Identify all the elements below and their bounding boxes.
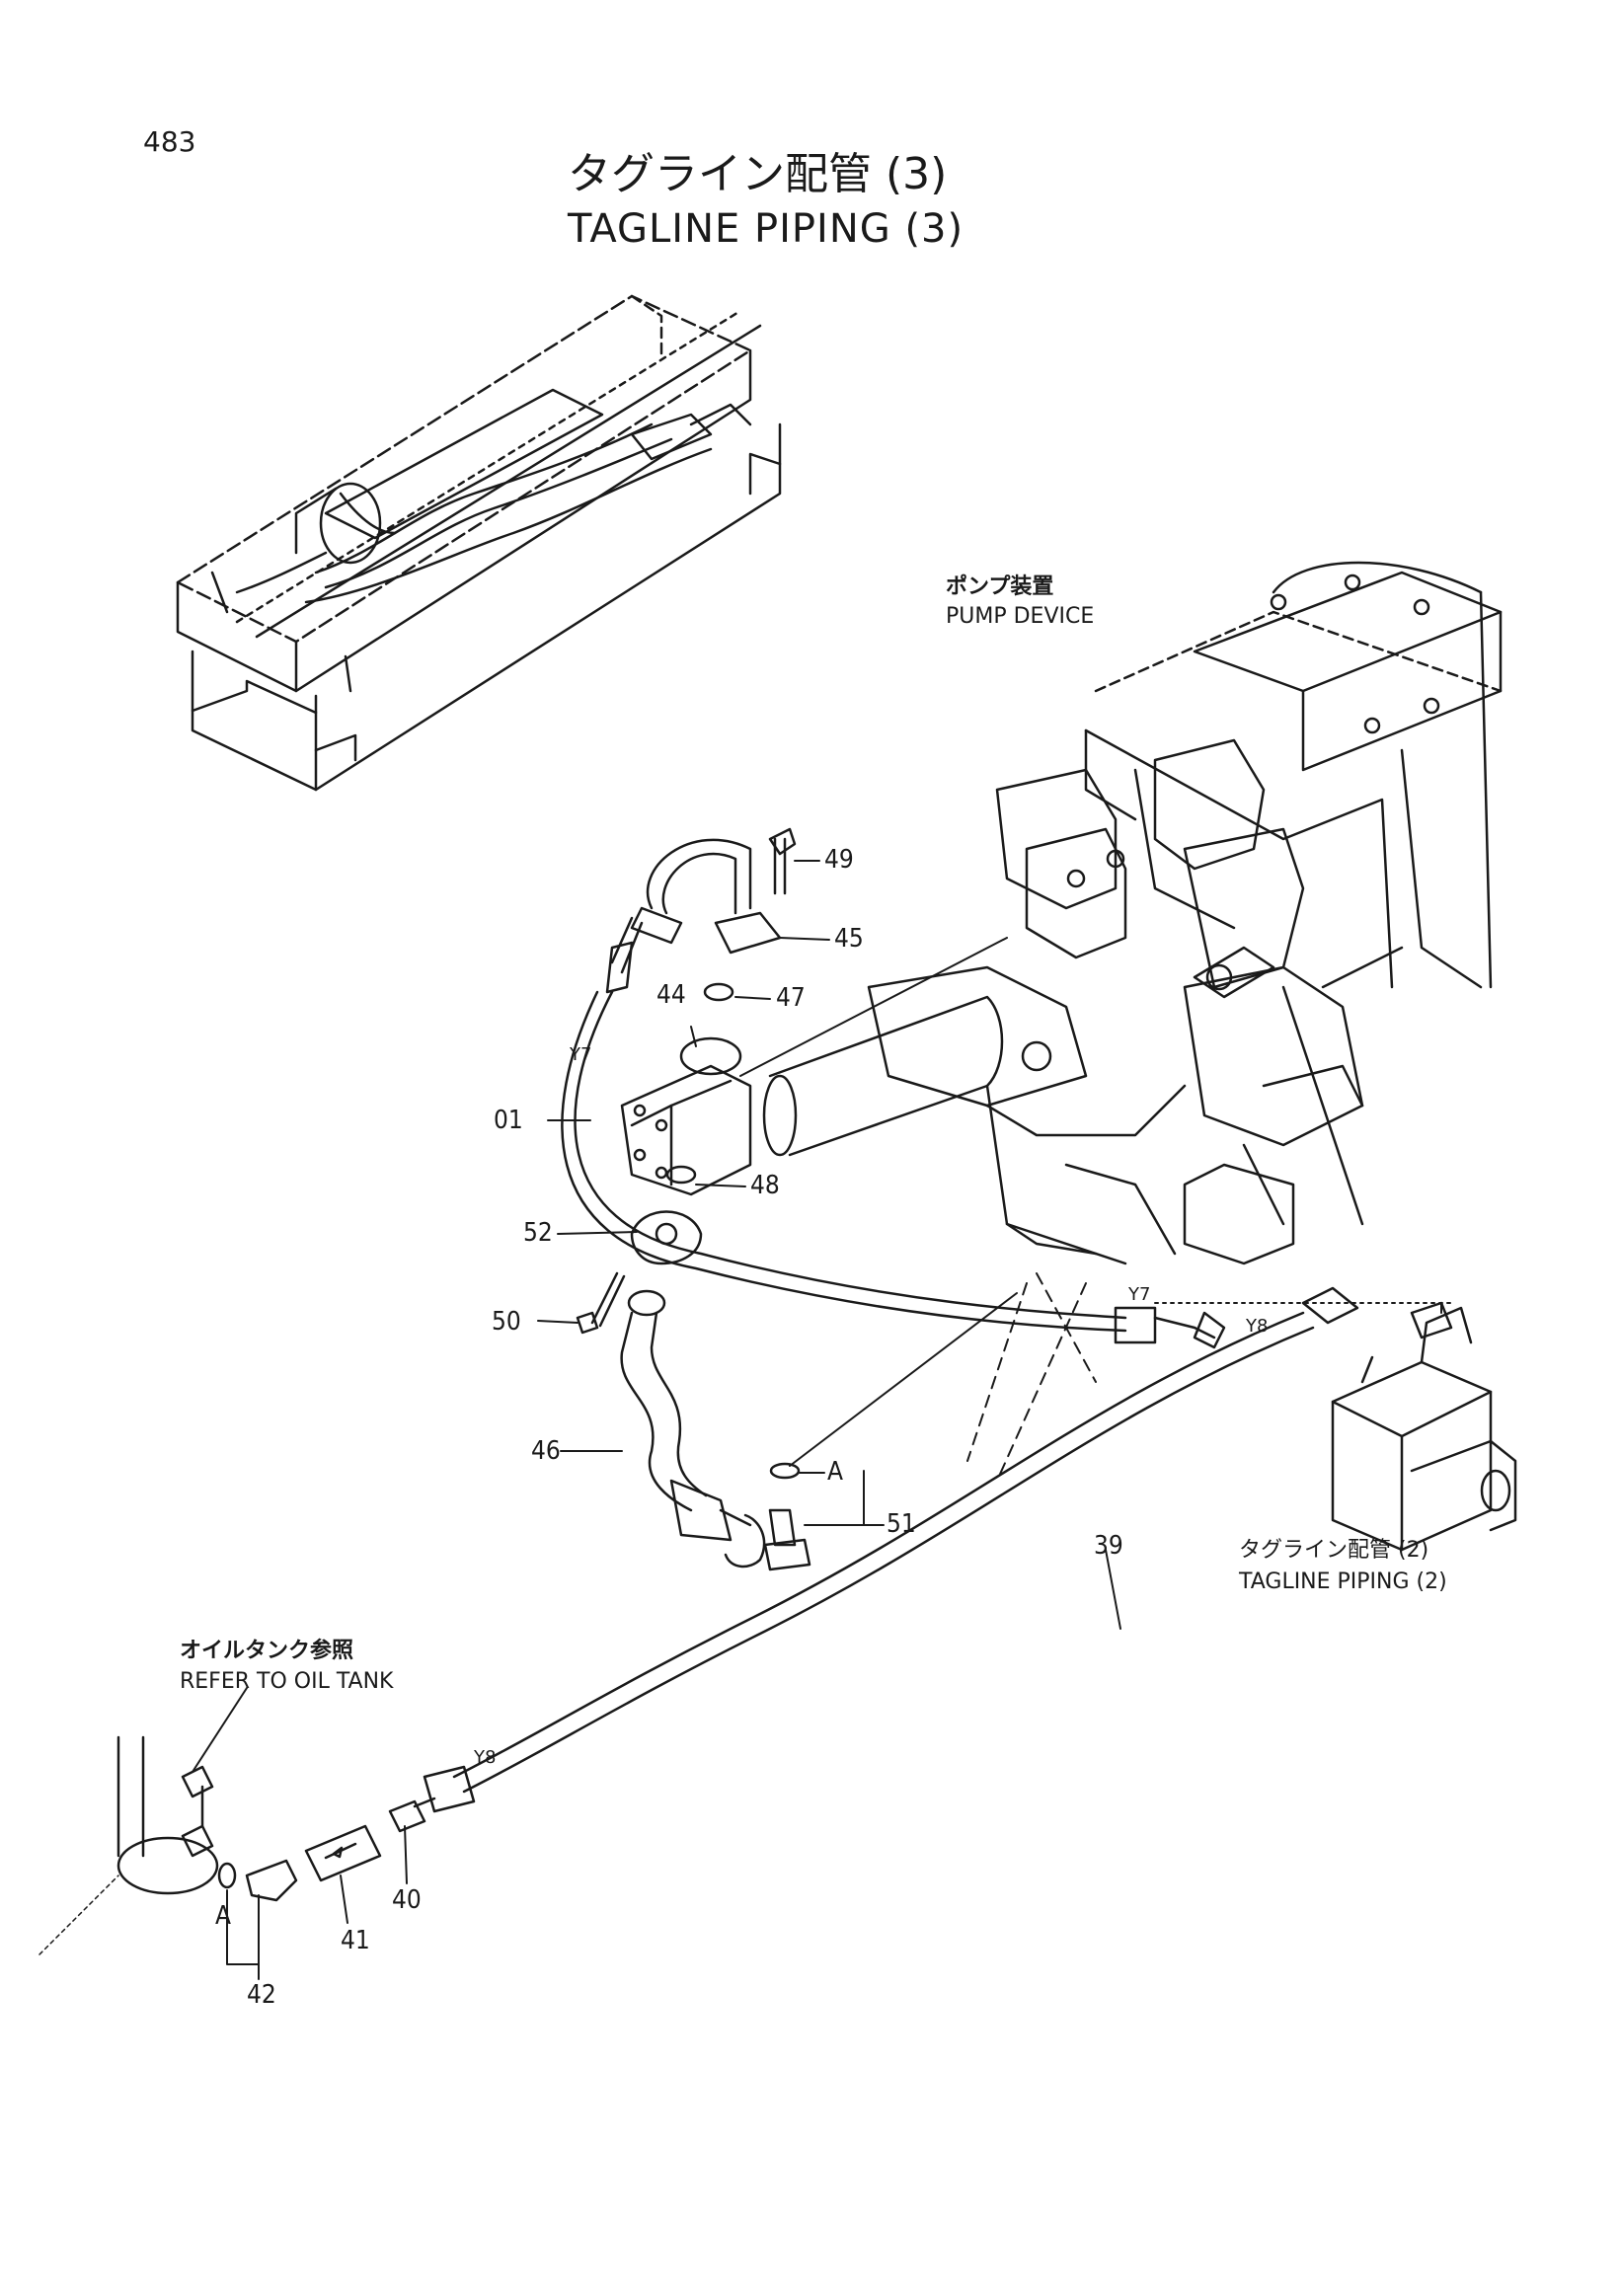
tagline-valve-assembly: [1331, 1301, 1517, 1552]
callout-50: 50: [492, 1307, 521, 1337]
callout-47: 47: [776, 983, 806, 1013]
title-english: TAGLINE PIPING (3): [568, 206, 964, 252]
ref-y7-hose-end: Y7: [1128, 1284, 1151, 1305]
callout-52: 52: [523, 1218, 553, 1248]
callout-41: 41: [341, 1926, 370, 1955]
ref-a-upper: A: [827, 1457, 843, 1487]
ref-y7-hose-start: Y7: [570, 1044, 592, 1065]
o-ring-48: [665, 1165, 697, 1185]
check-valve-41: [304, 1824, 382, 1882]
hose-01: [561, 916, 1226, 1349]
page-number: 483: [143, 125, 196, 158]
callout-01: 01: [494, 1106, 523, 1135]
callout-39: 39: [1094, 1531, 1123, 1561]
flange-52: [630, 1210, 703, 1265]
elbow-42: [217, 1859, 298, 1902]
oil-tank-label-en: REFER TO OIL TANK: [180, 1669, 394, 1694]
hidden-frame-lines: [966, 1272, 1452, 1482]
elbow-51: [763, 1508, 811, 1571]
leader-lines: [192, 860, 1442, 1980]
callout-48: 48: [750, 1171, 780, 1200]
callout-40: 40: [392, 1885, 422, 1915]
title-japanese: タグライン配管 (3): [568, 149, 948, 199]
gear-pump-44: [620, 1036, 752, 1196]
ref-y8-hose-start: Y8: [1246, 1316, 1269, 1337]
overview-machine-frame: [176, 294, 782, 792]
hose-46: [620, 1289, 766, 1569]
o-ring-47: [703, 982, 734, 1002]
pump-device-label-jp: ポンプ装置: [946, 574, 1054, 599]
ref-a-lower: A: [215, 1901, 231, 1931]
callout-42: 42: [247, 1980, 276, 2010]
tagline-piping-2-label-jp: タグライン配管 (2): [1239, 1538, 1429, 1563]
pump-device-assembly: [762, 561, 1503, 1265]
hose-39: [423, 1286, 1359, 1813]
bolt-50: [576, 1271, 626, 1335]
pipe-45: [630, 827, 797, 955]
callout-51: 51: [887, 1509, 916, 1539]
callout-45: 45: [834, 924, 864, 954]
callout-49: 49: [824, 845, 854, 875]
ref-y8-hose-end: Y8: [474, 1747, 497, 1768]
callout-46: 46: [531, 1436, 561, 1466]
oil-tank-label-jp: オイルタンク参照: [180, 1639, 354, 1663]
callout-44: 44: [656, 980, 686, 1010]
tagline-piping-2-label-en: TAGLINE PIPING (2): [1239, 1569, 1447, 1594]
oil-tank: [39, 1735, 219, 1955]
fitting-40: [388, 1797, 436, 1833]
pump-device-label-en: PUMP DEVICE: [946, 604, 1095, 629]
o-ring-a-upper: [769, 1462, 801, 1480]
